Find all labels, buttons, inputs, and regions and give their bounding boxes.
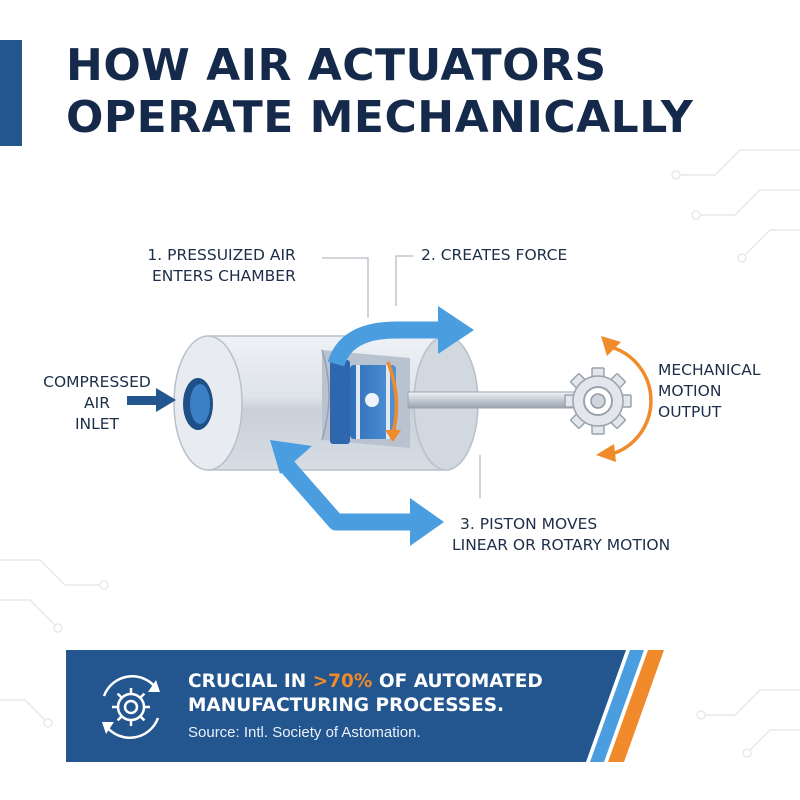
banner-highlight: >70% <box>312 671 373 692</box>
output-line-3: OUTPUT <box>658 403 722 421</box>
banner-source: Source: Intl. Society of Astomation. <box>188 724 421 741</box>
inlet-port <box>183 378 213 430</box>
leader-lines <box>322 255 481 498</box>
page-title: HOW AIR ACTUATORS OPERATE MECHANICALLY <box>66 40 766 144</box>
step-3-line-2: LINEAR OR ROTARY MOTION <box>452 536 671 554</box>
piston <box>330 360 396 444</box>
air-flow-arrow-return <box>270 440 444 546</box>
banner-background <box>66 650 664 762</box>
step-3-line-1: 3. PISTON MOVES <box>460 515 598 533</box>
rotation-arrow-icon <box>596 336 653 462</box>
step-1-line-2: ENTERS CHAMBER <box>152 267 296 285</box>
banner-headline-1: CRUCIAL IN >70% OF AUTOMATED <box>188 670 543 694</box>
banner-text: CRUCIAL IN >70% OF AUTOMATED MANUFACTURI… <box>188 670 543 744</box>
banner-headline-2: MANUFACTURING PROCESSES. <box>188 695 505 716</box>
title-line-2: OPERATE MECHANICALLY <box>66 92 694 143</box>
inlet-label: COMPRESSED AIR INLET <box>36 372 158 435</box>
title-accent-bar <box>0 40 22 146</box>
statistic-banner: CRUCIAL IN >70% OF AUTOMATED MANUFACTURI… <box>66 650 666 762</box>
inlet-line-2: AIR <box>84 394 110 412</box>
step-2-label: 2. CREATES FORCE <box>421 246 568 264</box>
gear-cycle-icon <box>102 675 160 739</box>
piston-rotation-icon <box>385 361 401 442</box>
step-1-line-1: 1. PRESSUIZED AIR <box>147 246 296 264</box>
gear-icon <box>564 367 632 435</box>
output-line-2: MOTION <box>658 382 722 400</box>
banner-prefix: CRUCIAL IN <box>188 671 313 692</box>
step-3-label: 3. PISTON MOVES LINEAR OR ROTARY MOTION <box>452 514 670 556</box>
air-flow-arrow-up <box>327 306 474 367</box>
inlet-line-1: COMPRESSED <box>43 373 151 391</box>
step-1-label: 1. PRESSUIZED AIR ENTERS CHAMBER <box>139 245 296 287</box>
output-label: MECHANICAL MOTION OUTPUT <box>658 360 760 423</box>
banner-suffix: OF AUTOMATED <box>372 671 543 692</box>
title-line-1: HOW AIR ACTUATORS <box>66 40 607 91</box>
inlet-line-3: INLET <box>74 415 120 433</box>
inlet-arrow <box>127 388 176 412</box>
output-line-1: MECHANICAL <box>658 361 761 379</box>
